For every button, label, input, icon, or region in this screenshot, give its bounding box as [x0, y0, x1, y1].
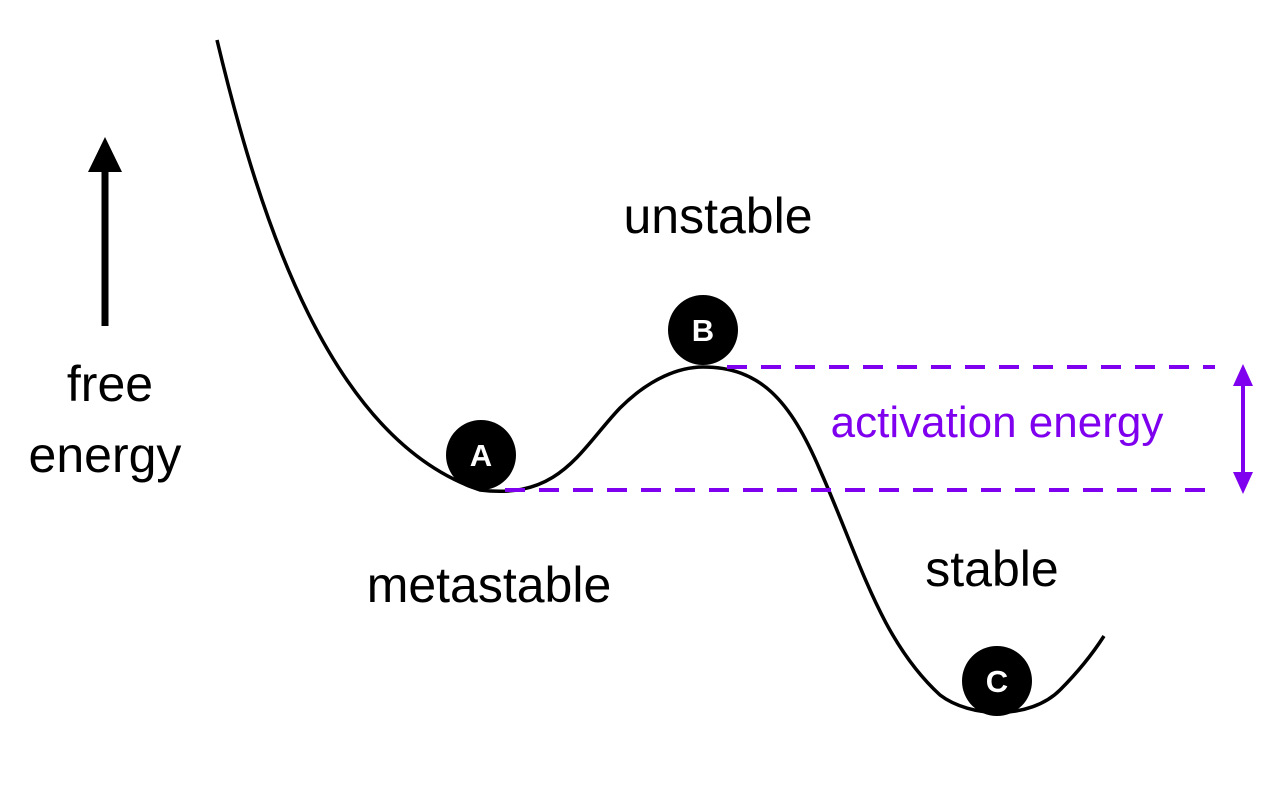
activation-energy-arrow	[1233, 364, 1253, 494]
axis-label-energy: energy	[29, 427, 182, 483]
state-label-stable: stable	[925, 541, 1058, 597]
node-a: A	[446, 420, 516, 490]
node-b-circle	[668, 295, 738, 365]
axis-label-free: free	[67, 356, 153, 412]
state-label-metastable: metastable	[367, 557, 612, 613]
node-a-letter: A	[470, 438, 492, 473]
energy-curve	[215, 39, 1106, 715]
arrow-up-icon	[88, 137, 122, 172]
arrow-down-icon	[1233, 472, 1253, 494]
free-energy-axis-arrow	[88, 137, 122, 326]
node-a-circle	[446, 420, 516, 490]
activation-energy-label: activation energy	[831, 398, 1164, 447]
state-label-unstable: unstable	[623, 188, 812, 244]
node-c-letter: C	[986, 664, 1008, 699]
node-b: B	[668, 295, 738, 365]
node-c-circle	[962, 646, 1032, 716]
arrow-up-icon	[1233, 364, 1253, 386]
node-b-letter: B	[692, 313, 714, 348]
node-c: C	[962, 646, 1032, 716]
